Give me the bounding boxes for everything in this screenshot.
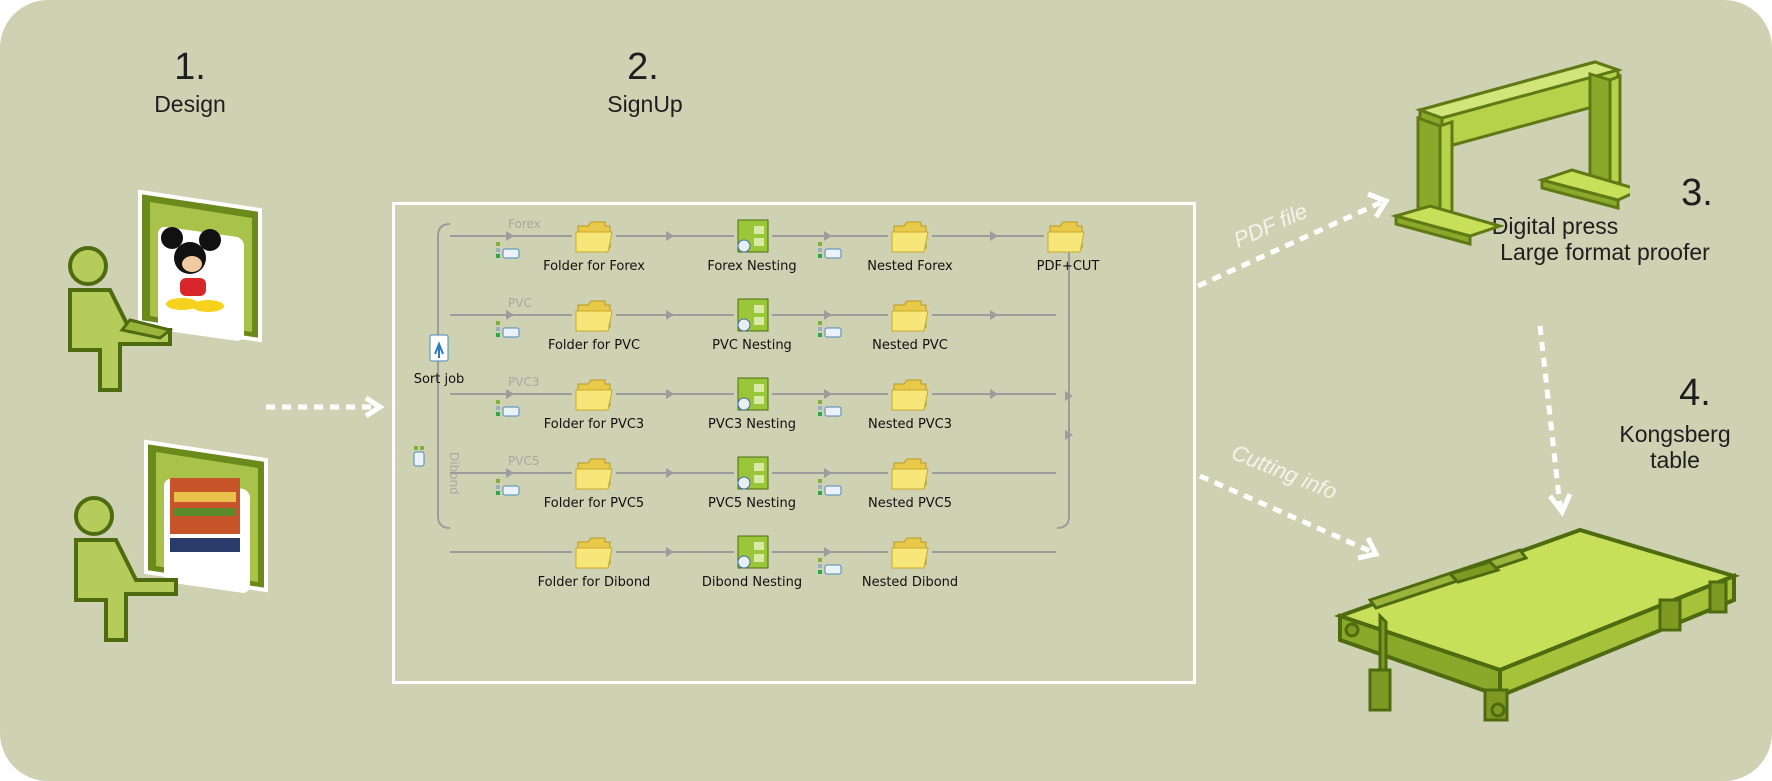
printer-filter-icon [496, 321, 520, 338]
sort-job-icon [429, 334, 449, 362]
lane-name-label: PVC3 [508, 375, 539, 389]
proofer-to-table-arrow [1537, 325, 1573, 517]
lane-name-label: PVC [508, 296, 532, 310]
folder-icon [891, 379, 929, 411]
folder-icon [575, 379, 613, 411]
cutting-info-arrow [1198, 473, 1380, 561]
splitter-spine [437, 223, 451, 529]
nested-folder-label: Nested PVC3 [868, 417, 952, 432]
nesting-icon [737, 219, 769, 253]
printer-filter-icon [818, 321, 842, 338]
lane-arrow [990, 231, 998, 241]
folder-icon [575, 300, 613, 332]
lane-arrow [666, 547, 674, 557]
lane-arrow [824, 547, 832, 557]
lane-arrow [666, 389, 674, 399]
collector-arrow [1065, 391, 1073, 401]
nesting-label: PVC3 Nesting [708, 417, 796, 432]
arrow-to-signup [266, 395, 385, 419]
lane-arrow [666, 231, 674, 241]
lane-arrow [506, 231, 514, 241]
lane-arrow [990, 310, 998, 320]
pdf-file-label: PDF file [1230, 198, 1311, 253]
step-3-label-line2: Large format proofer [1500, 239, 1710, 265]
nesting-label: Forex Nesting [707, 259, 796, 274]
folder-icon [575, 221, 613, 253]
nested-folder-label: Nested PVC5 [868, 496, 952, 511]
lane-arrow [990, 389, 998, 399]
nesting-icon [737, 456, 769, 490]
lane-arrow [506, 468, 514, 478]
output-flows: PDF file Cutting info [1196, 191, 1573, 561]
printer-filter-icon [496, 479, 520, 496]
folder-label: Folder for PVC3 [544, 417, 644, 432]
folder-icon [891, 300, 929, 332]
step-1-label: Design [154, 91, 226, 117]
lane-arrow [824, 468, 832, 478]
folder-icon [891, 458, 929, 490]
designers-illustration [68, 189, 268, 642]
printer-filter-icon [818, 479, 842, 496]
nesting-icon [737, 377, 769, 411]
step-3-label-line1: Digital press [1491, 213, 1619, 239]
lane-arrow [506, 310, 514, 320]
dibond-filter-icon [413, 446, 425, 467]
designer-person-icon [68, 246, 174, 392]
printer-filter-icon [818, 558, 842, 575]
monitor-icon [138, 189, 262, 343]
nested-folder-label: Nested PVC [872, 338, 948, 353]
folder-icon [575, 537, 613, 569]
lane-arrow [824, 389, 832, 399]
folder-icon [575, 458, 613, 490]
pdf-cut-label: PDF+CUT [1037, 259, 1100, 274]
lane-arrow [824, 231, 832, 241]
step-4-number: 4. [1679, 372, 1711, 414]
designer-person-icon [74, 496, 178, 642]
printer-filter-icon [818, 400, 842, 417]
lane-arrow [666, 468, 674, 478]
lane-name-label: Forex [508, 217, 541, 231]
step-2-number: 2. [627, 46, 659, 88]
pdf-cut-folder-icon [1047, 221, 1085, 253]
printer-filter-icon [818, 242, 842, 259]
nested-folder-label: Nested Forex [867, 259, 953, 274]
folder-label: Folder for Dibond [538, 575, 651, 590]
folder-icon [891, 537, 929, 569]
folder-label: Folder for Forex [543, 259, 645, 274]
step-1-number: 1. [174, 46, 206, 88]
digital-press-illustration [1390, 60, 1630, 246]
nesting-label: PVC Nesting [712, 338, 792, 353]
printer-filter-icon [496, 400, 520, 417]
lane-arrow [506, 389, 514, 399]
nested-folder-label: Nested Dibond [862, 575, 958, 590]
step-4-label-line2: table [1650, 447, 1700, 473]
workflow-frame [392, 202, 1196, 684]
nesting-icon [737, 298, 769, 332]
nesting-icon [737, 535, 769, 569]
folder-label: Folder for PVC [548, 338, 640, 353]
monitor-icon [144, 439, 268, 593]
collector-spine [1056, 248, 1070, 529]
kongsberg-table-illustration [1333, 527, 1740, 722]
pdf-file-arrow [1196, 191, 1390, 289]
step-2-label: SignUp [607, 91, 683, 117]
lane-name-label: PVC5 [508, 454, 539, 468]
nesting-label: Dibond Nesting [702, 575, 802, 590]
lane-arrow [824, 310, 832, 320]
step-3-number: 3. [1681, 172, 1713, 214]
sort-job-label: Sort job [414, 372, 465, 387]
step-4-label-line1: Kongsberg [1619, 421, 1731, 447]
folder-icon [891, 221, 929, 253]
folder-label: Folder for PVC5 [544, 496, 644, 511]
nesting-label: PVC5 Nesting [708, 496, 796, 511]
collector-arrow [1065, 430, 1073, 440]
lane-arrow [666, 310, 674, 320]
printer-filter-icon [496, 242, 520, 259]
